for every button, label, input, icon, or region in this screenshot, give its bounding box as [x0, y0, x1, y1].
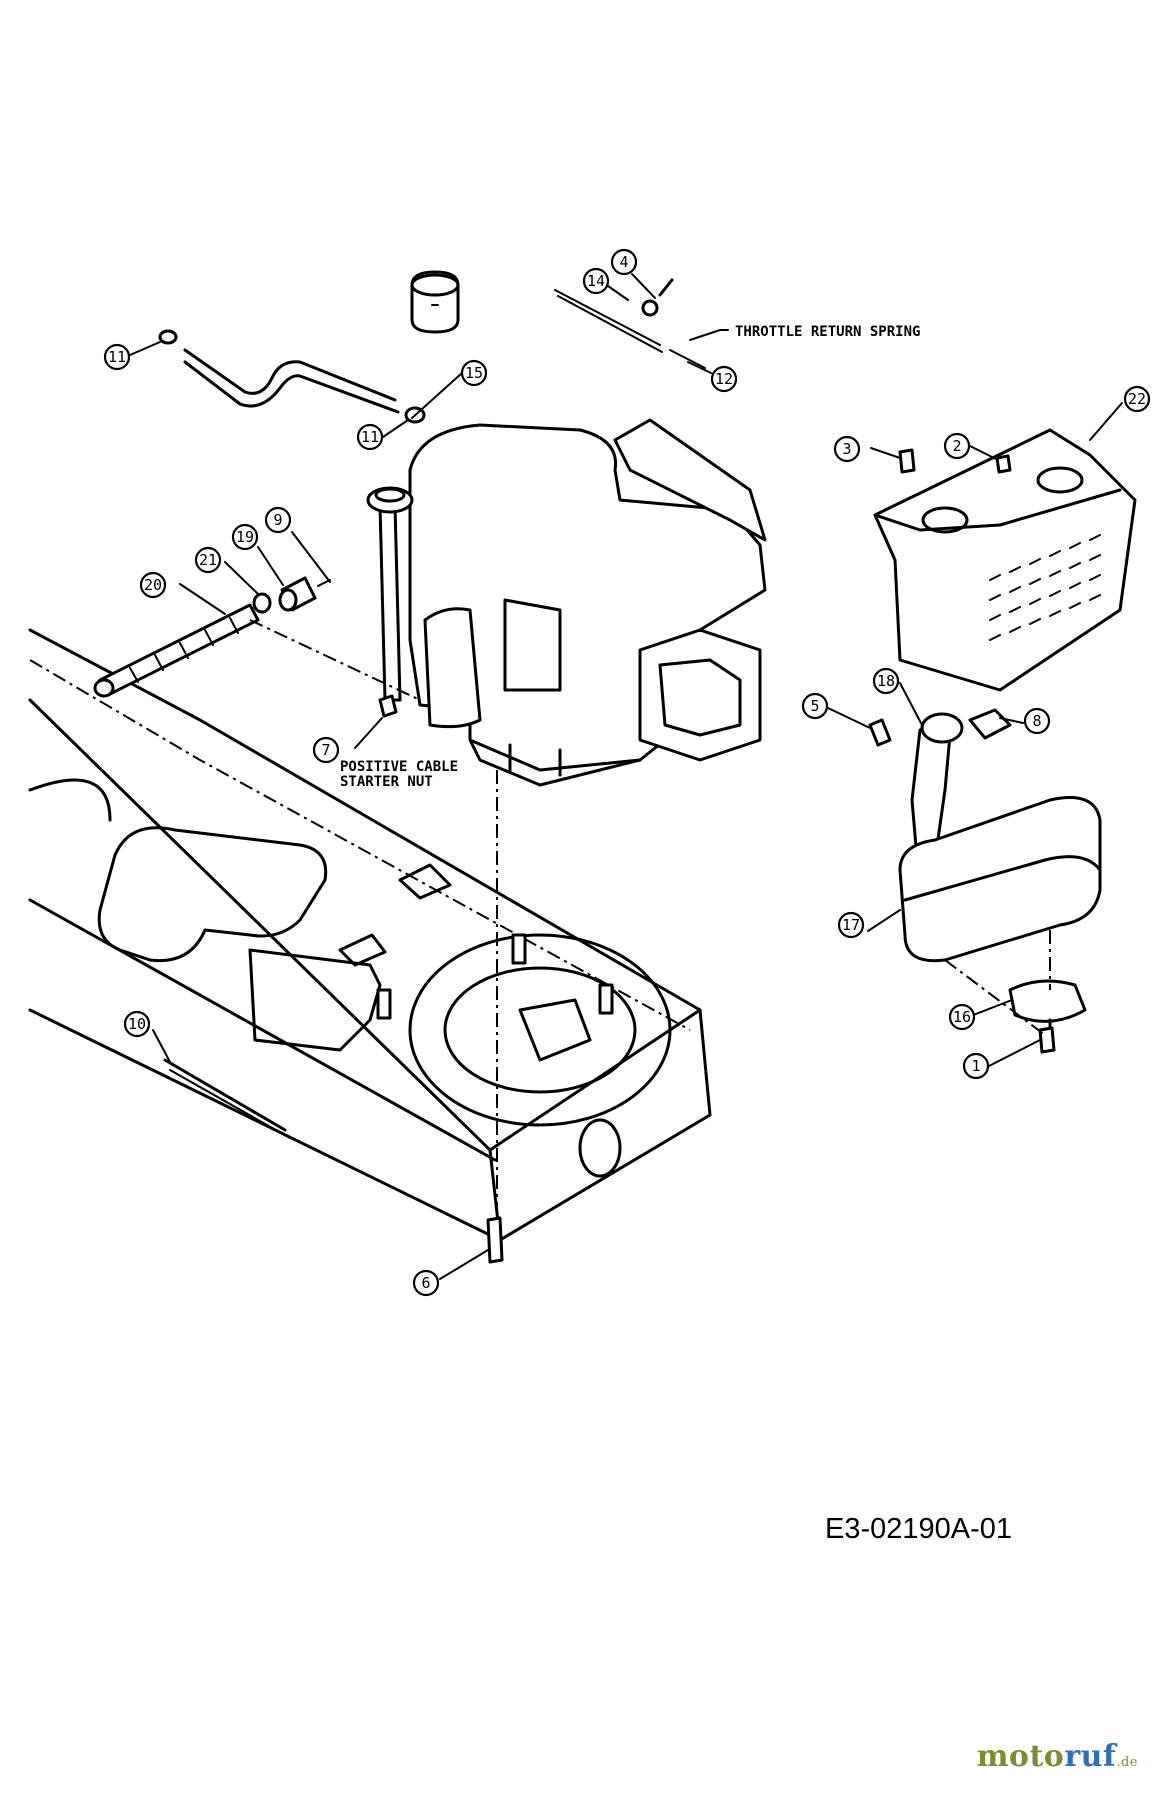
callout-6: 6 — [412, 1269, 440, 1297]
svg-text:17: 17 — [842, 916, 860, 934]
callout-21: 21 — [194, 546, 222, 574]
hardware-screws — [378, 448, 1056, 1264]
callout-20: 20 — [139, 571, 167, 599]
callout-8-muffler: 8 — [1023, 707, 1051, 735]
svg-text:22: 22 — [1128, 390, 1146, 408]
callout-18: 18 — [872, 667, 900, 695]
throttle-return-spring-label: THROTTLE RETURN SPRING — [735, 324, 920, 340]
callout-16: 16 — [948, 1003, 976, 1031]
svg-text:11: 11 — [108, 348, 126, 366]
drawing-code: E3-02190A-01 — [825, 1513, 1012, 1545]
callout-14: 14 — [582, 267, 610, 295]
svg-text:6: 6 — [421, 1274, 430, 1292]
svg-text:15: 15 — [465, 364, 483, 382]
oil-filter — [410, 270, 460, 334]
cable-tie — [163, 1058, 291, 1139]
alignment-lines — [249, 619, 1051, 1220]
svg-text:2: 2 — [952, 437, 961, 455]
svg-text:4: 4 — [619, 253, 628, 271]
callout-10: 10 — [123, 1010, 151, 1038]
leader-lines — [129, 273, 1123, 1280]
starter-nut-label: STARTER NUT — [340, 774, 433, 790]
callout-17: 17 — [837, 911, 865, 939]
callout-1: 1 — [962, 1052, 990, 1080]
callout-4: 4 — [610, 248, 638, 276]
svg-text:3: 3 — [842, 440, 851, 458]
callout-15: 15 — [460, 359, 488, 387]
shaft-assembly — [93, 576, 331, 698]
chassis-frame — [28, 628, 712, 1242]
svg-text:9: 9 — [273, 511, 282, 529]
engine — [366, 418, 767, 787]
svg-text:7: 7 — [321, 741, 330, 759]
callout-11-bottom: 11 — [356, 423, 384, 451]
callout-5: 5 — [801, 692, 829, 720]
callout-19: 19 — [231, 523, 259, 551]
muffler — [898, 708, 1102, 1042]
svg-text:5: 5 — [810, 697, 819, 715]
svg-text:18: 18 — [877, 672, 895, 690]
svg-text:16: 16 — [953, 1008, 971, 1026]
brand-logo: motoruf.de — [977, 1739, 1138, 1774]
brand-text-a: moto — [976, 1739, 1065, 1774]
dipstick-tube — [158, 329, 426, 424]
callout-22: 22 — [1123, 385, 1151, 413]
callout-3: 3 — [833, 435, 861, 463]
part-callouts: 11 15 11 14 4 12 9 19 21 20 7 3 2 22 5 1… — [103, 248, 1151, 1297]
svg-text:11: 11 — [361, 428, 379, 446]
svg-text:12: 12 — [715, 370, 733, 388]
callout-11-top: 11 — [103, 343, 131, 371]
svg-text:10: 10 — [128, 1015, 146, 1033]
throttle-return-spring — [554, 278, 706, 369]
svg-text:20: 20 — [144, 576, 162, 594]
callout-7: 7 — [312, 736, 340, 764]
heat-shield — [873, 428, 1137, 692]
callout-2: 2 — [943, 432, 971, 460]
callout-12: 12 — [710, 365, 738, 393]
brand-tld: .de — [1116, 1755, 1138, 1770]
svg-text:1: 1 — [971, 1057, 980, 1075]
svg-text:14: 14 — [587, 272, 605, 290]
brand-text-b: ruf — [1064, 1739, 1117, 1774]
callout-9-top: 9 — [264, 506, 292, 534]
svg-text:19: 19 — [236, 528, 254, 546]
positive-cable-label: POSITIVE CABLE — [340, 759, 458, 775]
svg-text:8: 8 — [1032, 712, 1041, 730]
svg-text:21: 21 — [199, 551, 217, 569]
